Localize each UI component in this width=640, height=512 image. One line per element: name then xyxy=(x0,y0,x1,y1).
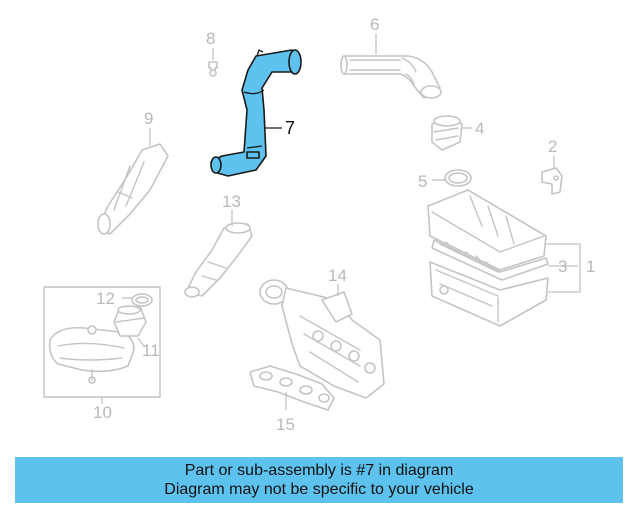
callout-10: 10 xyxy=(93,403,112,422)
callout-15: 15 xyxy=(276,415,295,434)
part-5-o-ring[interactable] xyxy=(444,169,472,187)
part-8-clip[interactable] xyxy=(208,61,218,77)
callout-7: 7 xyxy=(285,118,295,138)
callout-4: 4 xyxy=(475,119,484,138)
callout-14: 14 xyxy=(328,266,347,285)
part-14-intake-manifold[interactable] xyxy=(259,279,385,399)
callout-1: 1 xyxy=(586,257,595,276)
part-10-resonator[interactable] xyxy=(48,325,135,384)
banner-line-1: Part or sub-assembly is #7 in diagram xyxy=(184,462,454,479)
part-12-clamp[interactable] xyxy=(131,293,153,307)
part-2-bracket[interactable] xyxy=(541,167,563,195)
callout-9: 9 xyxy=(144,109,153,128)
part-9-duct[interactable] xyxy=(97,143,169,235)
callout-11: 11 xyxy=(142,341,160,360)
callout-13: 13 xyxy=(222,192,241,211)
info-banner: Part or sub-assembly is #7 in diagram Di… xyxy=(15,457,623,503)
callout-6: 6 xyxy=(370,15,379,34)
part-6-intake-tube[interactable] xyxy=(340,55,442,99)
part-13-duct[interactable] xyxy=(184,222,253,298)
banner-line-2: Diagram may not be specific to your vehi… xyxy=(164,481,474,498)
part-15-gasket[interactable] xyxy=(249,365,335,411)
callout-8: 8 xyxy=(206,29,215,48)
callout-3: 3 xyxy=(558,257,567,276)
part-1-air-cleaner[interactable] xyxy=(427,189,549,327)
part-11-hose[interactable] xyxy=(113,305,147,337)
callout-2: 2 xyxy=(548,137,557,156)
callout-12: 12 xyxy=(96,289,115,308)
part-7-air-duct[interactable] xyxy=(210,49,302,177)
part-4-adapter[interactable] xyxy=(431,115,463,151)
callout-5: 5 xyxy=(418,172,427,191)
